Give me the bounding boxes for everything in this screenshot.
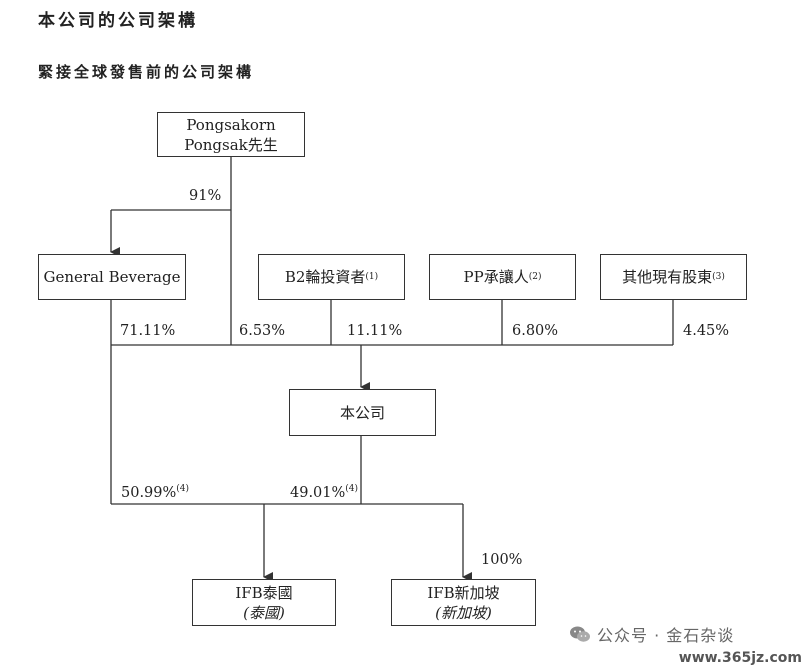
pct-gb-ifb-value: 50.99%: [121, 485, 177, 501]
pongsakorn-line2: Pongsak先生: [184, 135, 278, 154]
others-note: (3): [712, 272, 725, 282]
pct-gb-ifb-note: (4): [176, 484, 190, 494]
general-beverage-label: General Beverage: [43, 268, 181, 286]
pct-company-ifb-singapore: 100%: [481, 552, 523, 568]
pct-pongsakorn-gb: 91%: [189, 188, 222, 204]
company-box: 本公司: [289, 389, 436, 436]
ifb-thailand-label: IFB泰國: [235, 583, 293, 602]
ifb-singapore-label: IFB新加坡: [427, 583, 500, 602]
ifb-thailand-box: IFB泰國 (泰國): [192, 579, 336, 626]
ifb-thailand-sub: (泰國): [243, 603, 285, 622]
watermark-text: 公众号 · 金石杂谈: [597, 626, 735, 645]
general-beverage-box: General Beverage: [38, 254, 186, 300]
pct-gb-company: 71.11%: [120, 323, 176, 339]
b2-note: (1): [365, 272, 379, 282]
b2-investors-box: B2輪投資者(1): [258, 254, 405, 300]
pongsakorn-line1: Pongsakorn: [186, 115, 276, 134]
pp-note: (2): [528, 272, 542, 282]
pct-company-ifb-value: 49.01%: [290, 485, 346, 501]
pct-pongsakorn-company: 6.53%: [239, 323, 286, 339]
page-title: 本公司的公司架構: [38, 11, 198, 31]
b2-label: B2輪投資者: [284, 268, 366, 286]
company-label: 本公司: [339, 403, 385, 422]
pct-company-ifb-note: (4): [345, 484, 359, 494]
watermark-url: www.365jz.com: [678, 650, 802, 666]
section-title: 緊接全球發售前的公司架構: [38, 63, 255, 81]
pp-label: PP承讓人: [463, 268, 529, 286]
pct-gb-ifb-thailand: 50.99%(4): [121, 484, 189, 501]
pct-others-company: 4.45%: [683, 323, 730, 339]
ifb-singapore-sub: (新加坡): [435, 603, 492, 622]
pongsakorn-box: Pongsakorn Pongsak先生: [157, 112, 305, 157]
pct-company-ifb-thailand: 49.01%(4): [290, 484, 358, 501]
pp-transferees-box: PP承讓人(2): [429, 254, 576, 300]
pct-pp-company: 6.80%: [512, 323, 559, 339]
wechat-icon: [570, 626, 590, 642]
watermark: 公众号 · 金石杂谈: [569, 622, 734, 646]
pct-b2-company: 11.11%: [347, 323, 403, 339]
other-shareholders-box: 其他現有股東(3): [600, 254, 747, 300]
others-label: 其他現有股東: [622, 268, 713, 286]
ifb-singapore-box: IFB新加坡 (新加坡): [391, 579, 536, 626]
